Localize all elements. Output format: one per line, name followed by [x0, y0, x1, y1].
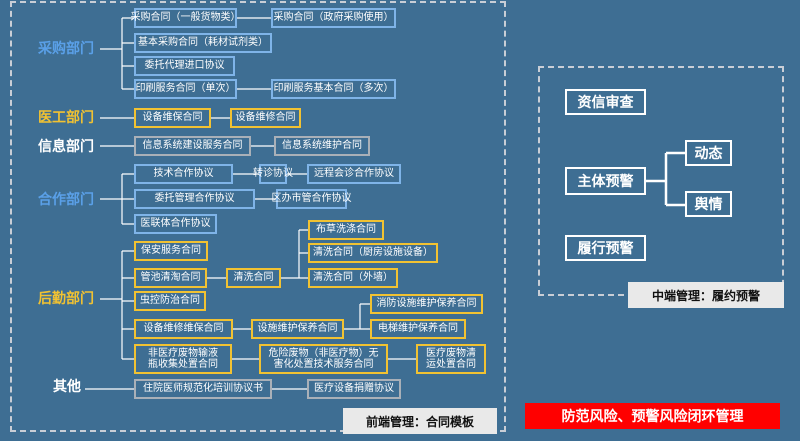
- dept-info: 信息部门: [38, 139, 94, 155]
- contract-hazardous[interactable]: 危险废物（非医疗物）无害化处置技术服务合同: [259, 344, 388, 374]
- dept-other: 其他: [53, 379, 81, 395]
- front-end-panel: [10, 1, 506, 432]
- contract-print-multi[interactable]: 印刷服务基本合同（多次）: [271, 79, 396, 99]
- contract-purchase-general[interactable]: 采购合同（一般货物类）: [131, 8, 241, 28]
- front-end-label: 前端管理：合同模板: [343, 408, 497, 434]
- contract-tech-coop[interactable]: 技术合作协议: [134, 164, 233, 184]
- contract-info-build[interactable]: 信息系统建设服务合同: [134, 136, 251, 156]
- contract-fire-maint[interactable]: 消防设施维护保养合同: [370, 294, 483, 314]
- contract-pest[interactable]: 虫控防治合同: [134, 291, 206, 311]
- contract-resident-training[interactable]: 住院医师规范化培训协议书: [134, 379, 272, 399]
- credit-review-box: 资信审查: [565, 89, 646, 115]
- contract-equip-maint-protect[interactable]: 设备维保合同: [134, 108, 211, 128]
- contract-facility-maint[interactable]: 设施维护保养合同: [251, 319, 344, 339]
- dept-logistics: 后勤部门: [38, 291, 94, 307]
- contract-nonmed-waste[interactable]: 非医疗废物输液瓶收集处置合同: [134, 344, 232, 374]
- contract-equip-maint-protect2[interactable]: 设备维修维保合同: [134, 319, 233, 339]
- contract-trust-mgmt[interactable]: 委托管理合作协议: [134, 189, 255, 209]
- contract-cleaning[interactable]: 清洗合同: [226, 268, 281, 288]
- contract-equip-donation[interactable]: 医疗设备捐赠协议: [307, 379, 401, 399]
- dynamic-box: 动态: [685, 140, 732, 166]
- contract-medical-union[interactable]: 医联体合作协议: [134, 214, 217, 234]
- middle-end-label: 中端管理：履约预警: [628, 282, 784, 308]
- dept-purchase: 采购部门: [38, 41, 94, 57]
- public-opinion-box: 舆情: [685, 191, 732, 217]
- contract-elevator-maint[interactable]: 电梯维护保养合同: [370, 319, 466, 339]
- contract-medical-waste[interactable]: 医疗废物清运处置合同: [416, 344, 486, 374]
- dept-coop: 合作部门: [38, 192, 94, 208]
- contract-district-trust[interactable]: 区办市管合作协议: [272, 189, 352, 209]
- performance-alert-box: 履行预警: [565, 235, 646, 261]
- risk-banner: 防范风险、预警风险闭环管理: [525, 403, 780, 429]
- contract-clean-kitchen[interactable]: 清洗合同（厨房设施设备）: [308, 243, 438, 263]
- contract-remote-consult[interactable]: 远程会诊合作协议: [307, 164, 401, 184]
- dept-medical: 医工部门: [38, 110, 94, 126]
- contract-referral[interactable]: 转诊协议: [253, 164, 293, 184]
- contract-purchase-gov[interactable]: 采购合同（政府采购使用）: [271, 8, 396, 28]
- contract-info-maint[interactable]: 信息系统维护合同: [274, 136, 370, 156]
- contract-agent-import[interactable]: 委托代理进口协议: [134, 56, 235, 76]
- contract-linen-wash[interactable]: 布草洗涤合同: [308, 220, 384, 240]
- contract-clean-exterior[interactable]: 清洗合同（外墙）: [308, 268, 398, 288]
- contract-print-single[interactable]: 印刷服务合同（单次）: [134, 79, 237, 99]
- contract-pipe-clean[interactable]: 管池清淘合同: [134, 268, 207, 288]
- subject-alert-box: 主体预警: [565, 167, 646, 195]
- contract-equip-maint-repair[interactable]: 设备维修合同: [230, 108, 301, 128]
- contract-purchase-basic[interactable]: 基本采购合同（耗材试剂类）: [134, 33, 272, 53]
- contract-security[interactable]: 保安服务合同: [134, 241, 208, 261]
